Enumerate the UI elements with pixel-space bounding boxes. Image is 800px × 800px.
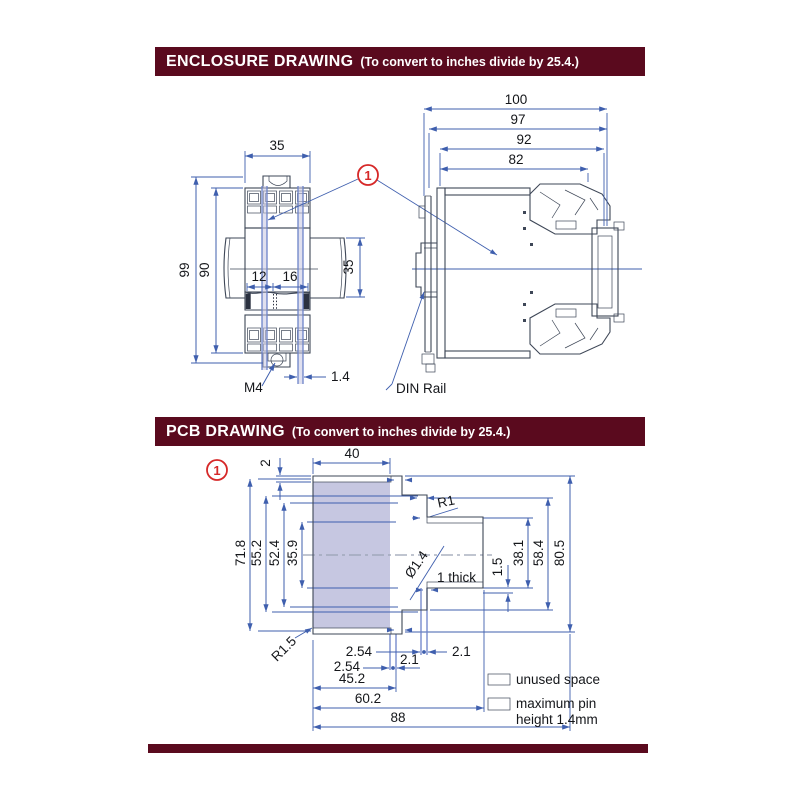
dim-pcb-v4: 35.9	[285, 540, 300, 566]
dim-side-depth-1: 100	[505, 92, 528, 107]
dim-pcb-radius-right: R1	[436, 492, 456, 510]
dim-front-width: 35	[269, 138, 284, 153]
legend-maxpin-label-1: maximum pin	[516, 696, 596, 711]
legend-maxpin-swatch	[487, 697, 511, 711]
dim-gap-upper: 2.1	[452, 644, 471, 659]
pcb-dims-right: 1.5 38.1 58.4 80.5	[490, 475, 573, 633]
dim-pcb-v2: 55.2	[249, 540, 264, 566]
pcb-callout-number: 1	[213, 463, 220, 478]
dim-pcb-r2: 38.1	[511, 540, 526, 566]
front-dimensions: 35 99 90 35 12 16 M4 1.4	[177, 138, 365, 395]
legend-unused-swatch	[487, 673, 511, 686]
dim-pcb-w3: 88	[390, 710, 405, 725]
pcb-drawing: 1	[206, 446, 600, 731]
pcb-header-note: (To convert to inches divide by 25.4.)	[291, 424, 511, 439]
dim-pcb-r4: 80.5	[552, 540, 567, 566]
side-terminal-bottom	[529, 303, 611, 355]
dim-front-pin-thickness: 1.4	[331, 369, 350, 384]
pcb-dims-left: 71.8 55.2 52.4 35.9	[233, 478, 305, 632]
enclosure-header-note: (To convert to inches divide by 25.4.)	[360, 54, 579, 69]
legend-unused-label: unused space	[516, 672, 600, 687]
pcb-dims-top: 2 40	[258, 446, 391, 500]
enclosure-section-header: ENCLOSURE DRAWING (To convert to inches …	[155, 47, 645, 76]
dim-pcb-w1: 45.2	[339, 671, 365, 686]
dim-side-depth-2: 97	[510, 112, 525, 127]
front-slot-band	[244, 291, 311, 311]
dim-front-height-inner: 90	[197, 262, 212, 277]
dim-side-depth-4: 82	[508, 152, 523, 167]
pcb-dims-bottom: 45.2 60.2 88	[312, 671, 571, 730]
dim-front-height-outer: 99	[177, 262, 192, 277]
pcb-step-arrows	[386, 477, 439, 633]
pcb-outline	[312, 475, 484, 635]
dim-pcb-v3: 52.4	[267, 539, 282, 566]
dim-side-depth-3: 92	[516, 132, 531, 147]
dim-pitch-lower: 2.54	[334, 659, 361, 674]
pcb-section-header: PCB DRAWING (To convert to inches divide…	[155, 417, 645, 446]
enclosure-front-view: 35 99 90 35 12 16 M4 1.4	[177, 138, 498, 395]
pcb-header-title: PCB DRAWING	[166, 422, 285, 440]
dim-pcb-radius-left: R1.5	[268, 633, 299, 664]
dim-front-flange-height: 35	[341, 259, 356, 274]
pcb-pitch-dims: 2.54 2.1 2.54 2.1	[334, 644, 471, 674]
legend-maxpin-label-2: height 1.4mm	[516, 712, 598, 727]
side-pin-marks	[523, 211, 533, 322]
callout-1-number: 1	[364, 168, 371, 183]
dim-front-slot-right: 16	[282, 269, 297, 284]
dim-gap-lower: 2.1	[400, 652, 419, 667]
dim-pcb-edge-offset: 2	[258, 459, 273, 467]
enclosure-header-title: ENCLOSURE DRAWING	[166, 52, 354, 70]
side-connector	[591, 221, 625, 323]
dim-pcb-v1: 71.8	[233, 540, 248, 566]
side-terminal-top	[529, 183, 611, 235]
page-footer-rule	[148, 744, 648, 753]
dim-pcb-w2: 60.2	[355, 691, 381, 706]
pcb-extension-lines	[258, 458, 575, 731]
dim-pitch-upper: 2.54	[346, 644, 373, 659]
pcb-callout-badge: 1	[206, 459, 228, 481]
enclosure-side-view: DIN Rail 100 97 92 82	[385, 92, 642, 396]
dim-pcb-top-width: 40	[344, 446, 359, 461]
din-rail	[415, 195, 437, 373]
dim-pcb-r3: 58.4	[531, 539, 546, 566]
pcb-thickness-note: 1 thick	[437, 570, 476, 585]
dim-front-screw: M4	[244, 380, 263, 395]
pcb-legend: unused space maximum pin height 1.4mm	[487, 672, 600, 727]
dim-front-slot-left: 12	[251, 269, 266, 284]
dim-pcb-r1: 1.5	[490, 558, 505, 577]
side-dimensions: 100 97 92 82	[423, 92, 608, 226]
din-rail-label: DIN Rail	[396, 381, 446, 396]
